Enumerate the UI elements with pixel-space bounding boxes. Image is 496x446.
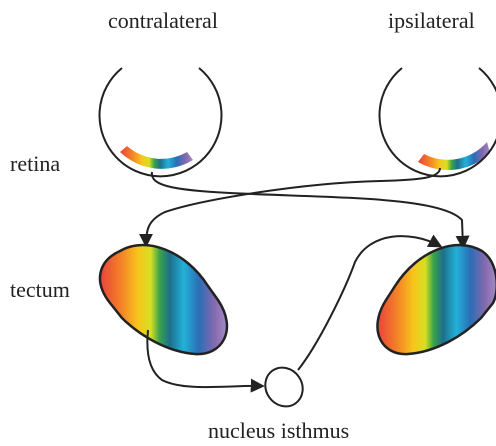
nucleus-isthmus <box>258 360 310 413</box>
contralateral-retina <box>100 68 222 176</box>
ipsilateral-retina-spectrum <box>418 142 490 170</box>
nucleus-isthmus-shape <box>258 360 310 413</box>
ipsilateral-tectum-body <box>377 245 496 354</box>
ipsilateral-to-contralateral-tectum-projection <box>146 168 440 245</box>
ipsilateral-tectum <box>377 245 496 354</box>
contralateral-tectum-body <box>100 245 227 354</box>
contralateral-tectum <box>100 245 227 354</box>
contralateral-retina-spectrum <box>120 146 193 169</box>
ipsilateral-retina <box>379 68 496 176</box>
contralateral-to-ipsilateral-tectum-projection <box>152 172 463 247</box>
